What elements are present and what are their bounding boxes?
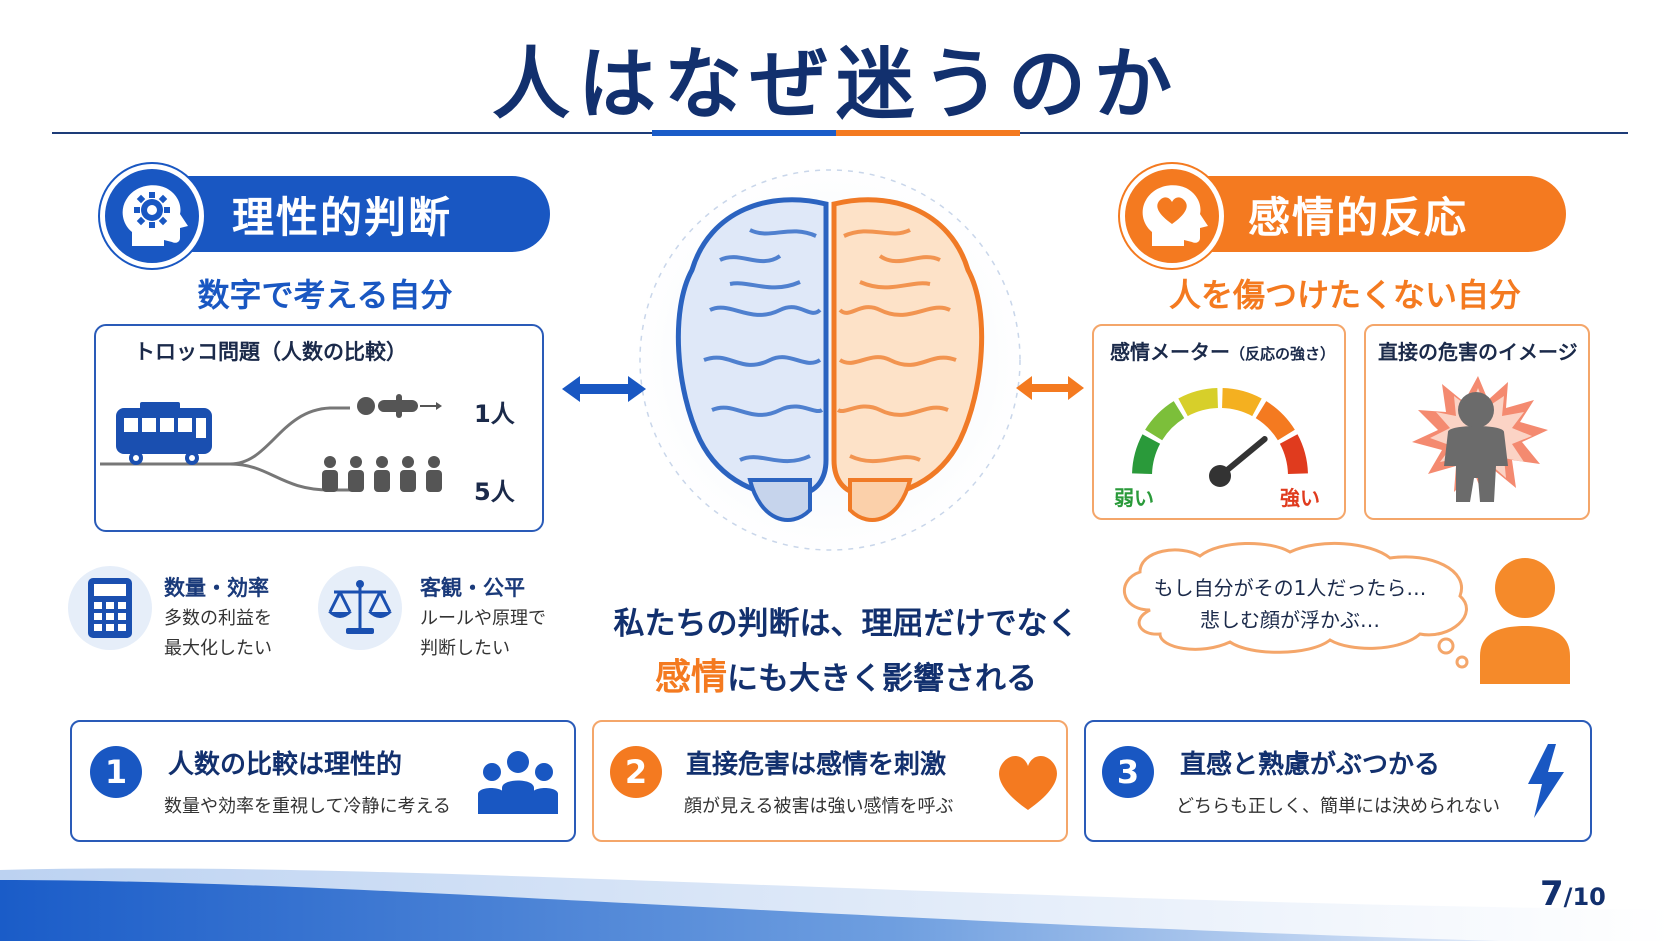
thought-line1: もし自分がその1人だったら… [1153,576,1427,600]
center-message-rest: にも大きく影響される [727,661,1037,697]
gauge-weak-label: 弱い [1114,486,1154,510]
card-1-number: 1 [90,746,142,798]
emotional-header-badge [1120,164,1224,268]
trolley-icon [116,402,212,465]
single-person-icon [357,394,418,418]
thought-cloud [1123,542,1469,669]
emotional-subtitle: 人を傷つけたくない自分 [1168,276,1521,314]
card-1-head: 人数の比較は理性的 [168,750,403,780]
card-2-number: 2 [610,746,662,798]
calculator-icon [88,578,132,638]
summary-card-2 [592,720,1068,842]
gauge-strong-label: 強い [1280,486,1320,510]
head-gear-icon [122,185,188,246]
emotion-meter-title-sub: （反応の強さ） [1230,345,1336,363]
card-2-body: 顔が見える被害は強い感情を呼ぶ [684,796,954,817]
rational-label: 理性的判断 [232,193,453,242]
card-1-body: 数量や効率を重視して冷静に考える [164,796,451,817]
gauge-segment [1145,401,1185,441]
gauge-segment [1132,434,1161,475]
harm-burst-person-icon [1412,376,1548,502]
summary-card-3 [1084,720,1592,842]
thought-line2: 悲しむ顔が浮かぶ… [1200,608,1380,632]
balance-scale-icon [328,580,392,634]
five-people-icon [322,456,442,492]
bottom-wave-decoration [0,868,1672,941]
gauge-segment [1221,388,1262,417]
card-3-body: どちらも正しく、簡単には決められない [1176,796,1500,817]
feature-quantity-head: 数量・効率 [164,576,269,600]
one-person-label: 1人 [474,400,515,428]
thought-text: もし自分がその1人だったら… 悲しむ顔が浮かぶ… [1140,572,1440,636]
page-number: 7/10 [1540,874,1606,914]
trolley-title: トロッコ問題（人数の比較） [134,340,407,364]
emotion-meter-title: 感情メーター（反応の強さ） [1110,336,1335,365]
rational-subtitle: 数字で考える自分 [197,276,453,314]
direct-harm-title: 直接の危害のイメージ [1378,340,1578,364]
gauge-segment [1178,388,1219,417]
feature-quantity-line1: 多数の利益を [164,608,272,629]
page-current: 7 [1540,874,1564,914]
card-3-number: 3 [1102,746,1154,798]
emotion-meter-panel [1092,324,1346,520]
center-highlight: 感情 [654,657,727,698]
five-person-label: 5人 [474,478,515,506]
feature-objective-head: 客観・公平 [420,576,525,600]
person-silhouette-icon [1480,558,1570,684]
title-accent-orange [836,130,1020,136]
page-title: 人はなぜ迷うのか [491,40,1180,130]
emotional-label: 感情的反応 [1248,193,1469,242]
emotion-meter-title-main: 感情メーター [1110,340,1230,364]
people-group-icon [478,751,558,814]
gauge-segment [1279,434,1308,475]
double-arrow-blue-icon [562,376,646,402]
title-accent-blue [652,130,836,136]
lightning-icon [1528,744,1564,818]
gauge-segment [1255,401,1295,441]
heart-icon [999,755,1057,810]
card-3-head: 直感と熟慮がぶつかる [1180,750,1441,780]
card-2-head: 直接危害は感情を刺激 [686,750,947,780]
feature-quantity-line2: 最大化したい [164,638,272,659]
summary-card-1 [70,720,576,842]
trolley-illustration [100,394,442,492]
brain-illustration [634,164,1026,556]
center-message-line1: 私たちの判断は、理屈だけでなく [613,606,1079,642]
emotion-gauge [1132,388,1308,487]
feature-objective-line2: 判断したい [420,638,510,659]
double-arrow-orange-icon [1016,376,1084,400]
center-message-line2: 感情にも大きく影響される [596,648,1096,700]
feature-objective-line1: ルールや原理で [420,608,546,629]
page-total: /10 [1563,883,1606,911]
head-heart-icon [1142,185,1208,246]
